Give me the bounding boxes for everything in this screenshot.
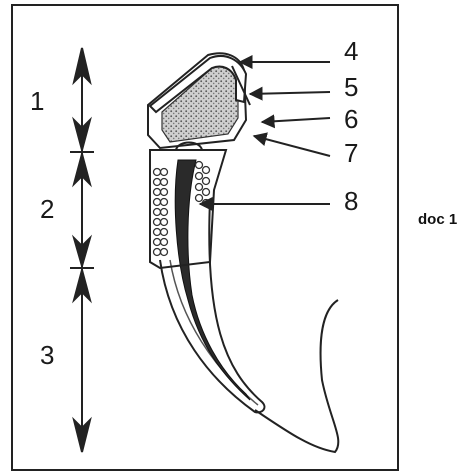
pointer-label-7: 7 (344, 138, 358, 168)
pointer-label-6: 6 (344, 104, 358, 134)
axial-filament (175, 160, 250, 400)
pointer-label-4: 4 (344, 36, 358, 66)
pointer-arrow-5 (250, 92, 330, 94)
sperm-cell (148, 53, 338, 452)
mitochondria-right (196, 162, 210, 207)
pointer-label-5: 5 (344, 72, 358, 102)
segment-label-3: 3 (40, 340, 54, 370)
segment-label-1: 1 (30, 86, 44, 116)
flagellum-end (255, 300, 338, 452)
pointer-arrow-6 (262, 118, 330, 122)
doc-caption: doc 1 (418, 211, 457, 228)
pointer-arrow-7 (254, 136, 330, 156)
mitochondria-left (154, 169, 168, 256)
pointer-label-8: 8 (344, 186, 358, 216)
segment-label-2: 2 (40, 194, 54, 224)
segment-ruler (70, 48, 94, 452)
